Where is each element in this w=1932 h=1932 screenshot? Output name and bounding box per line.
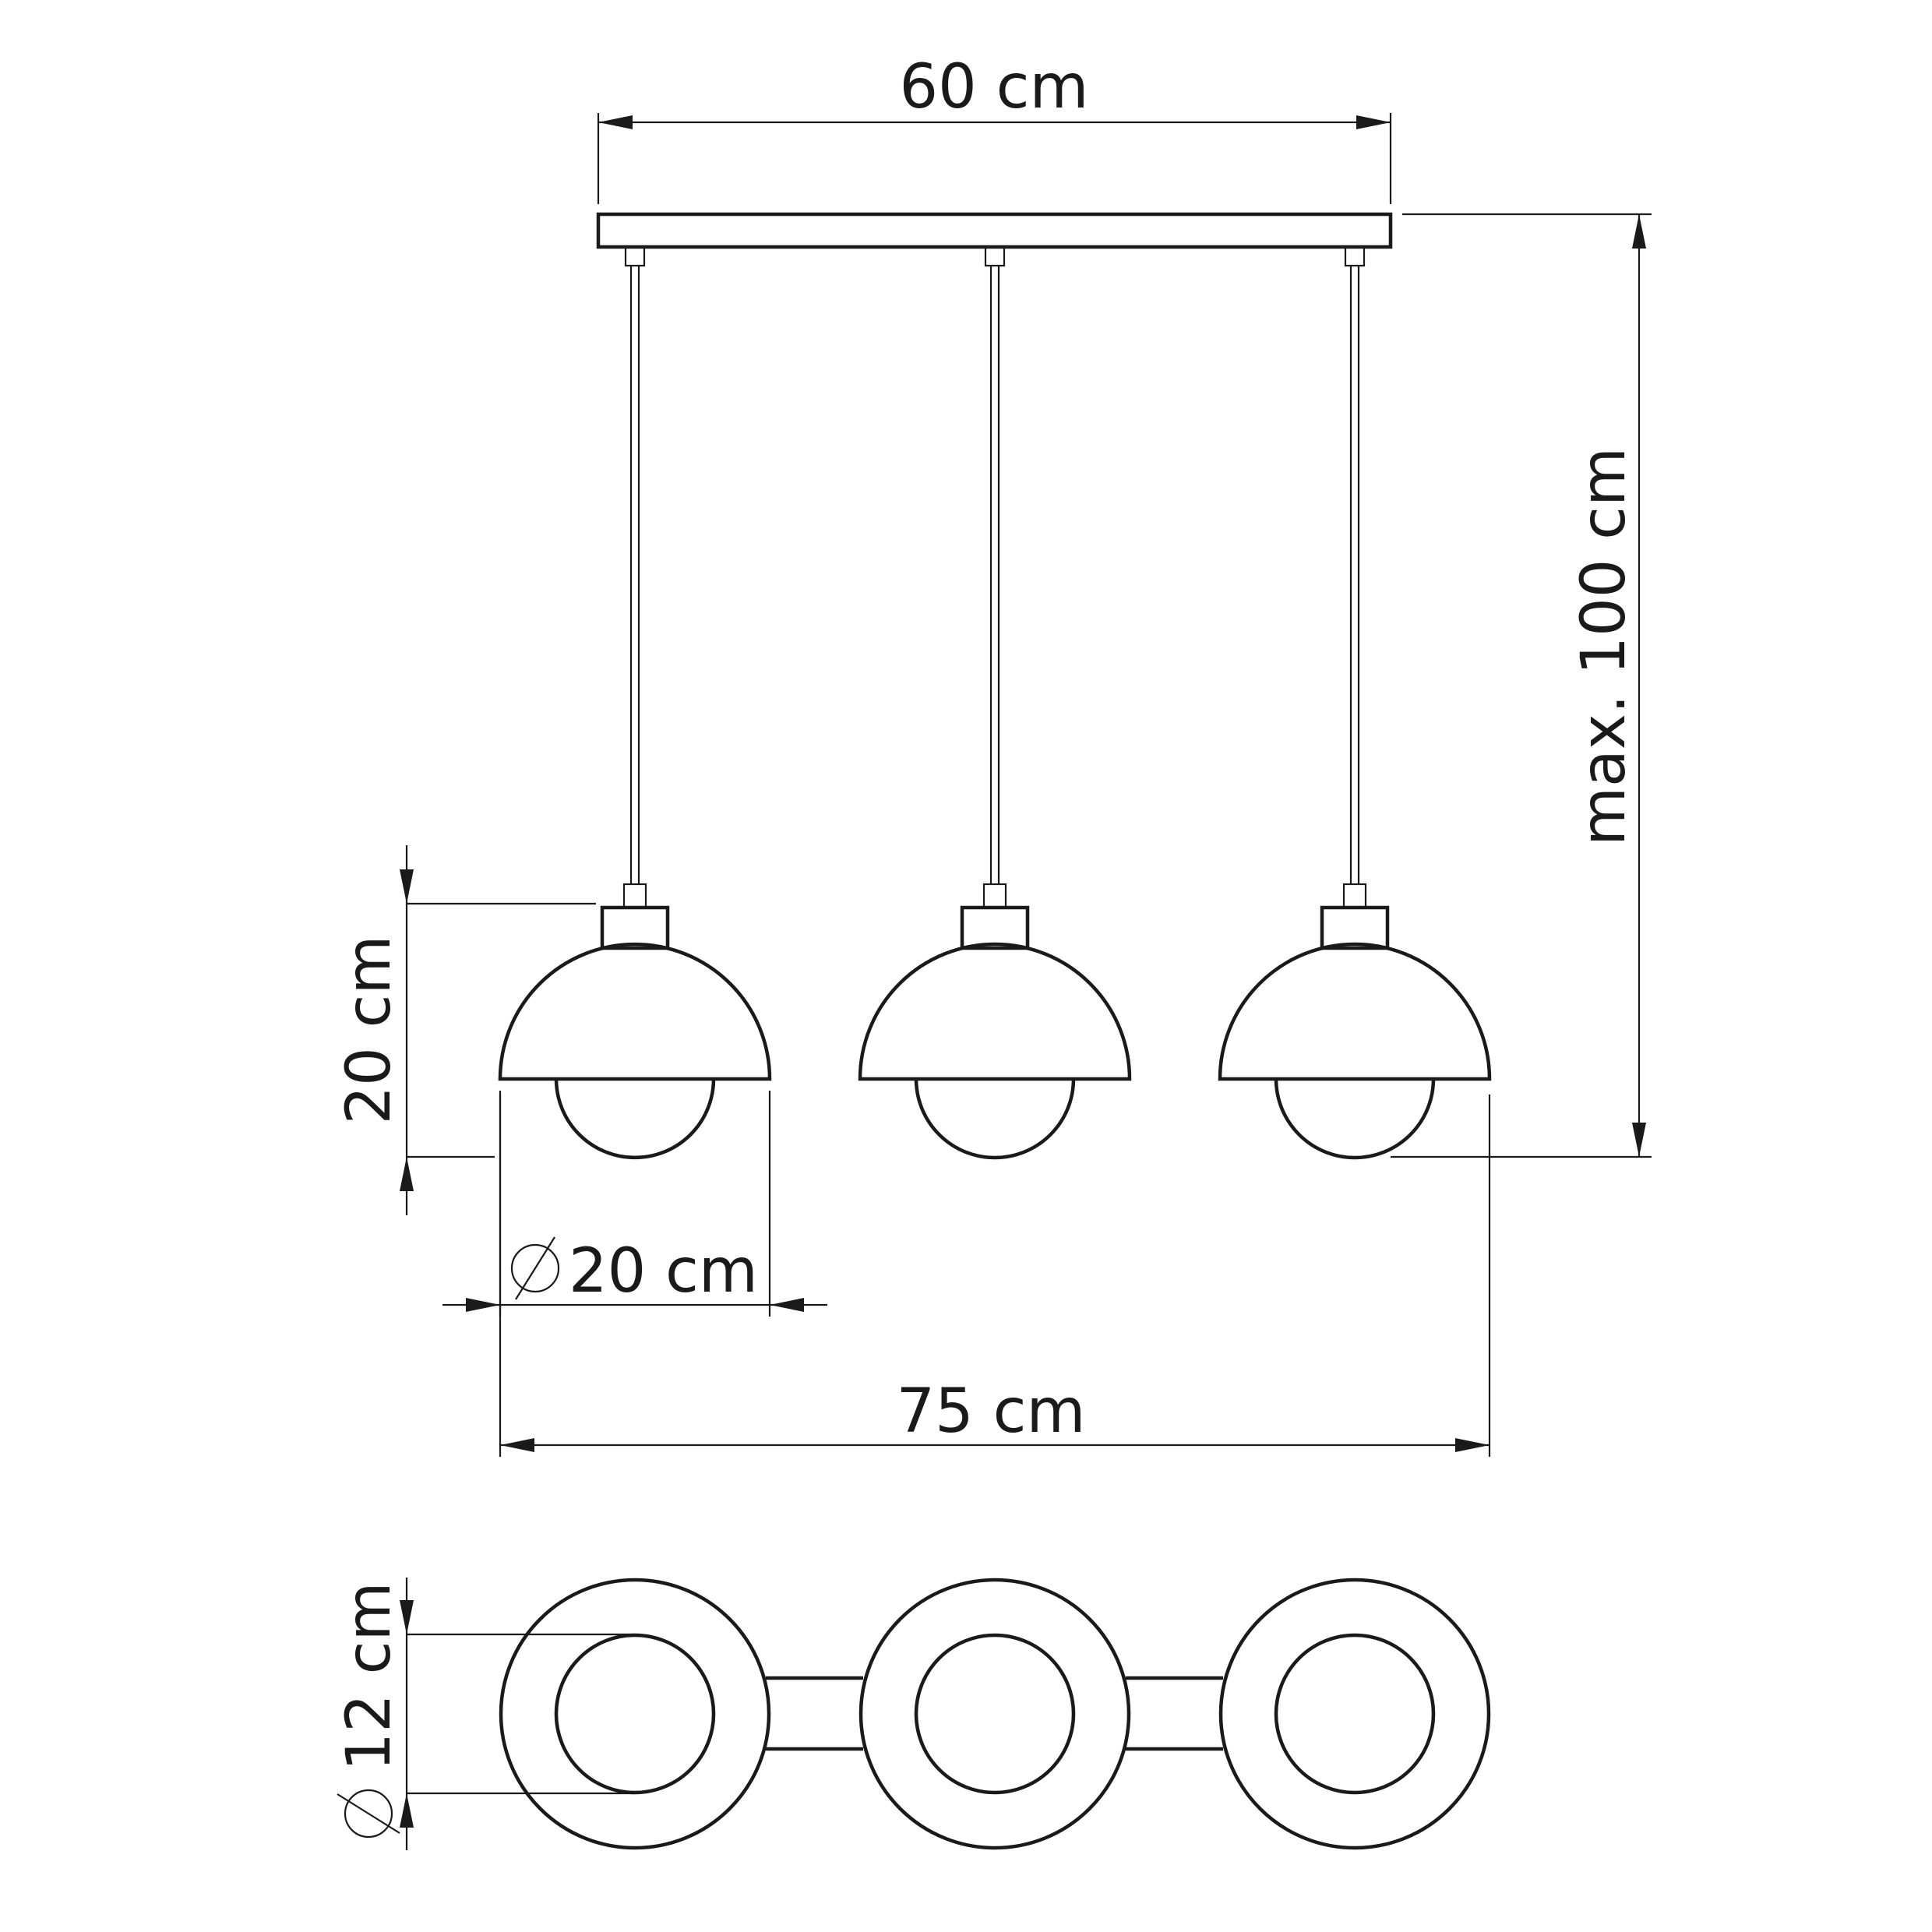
- pendant-lamp-right: [1218, 245, 1492, 1160]
- dimension-shade-diameter: 20 cm: [442, 1091, 827, 1317]
- top-view-shade-center: [858, 1578, 1131, 1850]
- pendant-lamp-center: [858, 245, 1132, 1160]
- base-diameter-label: 12 cm: [334, 1582, 404, 1772]
- top-view-shade-right: [1218, 1578, 1491, 1850]
- total-width-label: 75 cm: [897, 1377, 1086, 1447]
- top-view: [499, 1578, 1491, 1850]
- dimension-total-width: 75 cm: [499, 1095, 1491, 1457]
- shade-diameter-label: 20 cm: [569, 1236, 758, 1306]
- max-height-label: max. 100 cm: [1569, 447, 1639, 846]
- dimension-base-diameter: 12 cm: [334, 1578, 635, 1850]
- dimension-max-height: max. 100 cm: [1391, 213, 1652, 1158]
- pendant-lamp-left: [498, 245, 772, 1160]
- shade-height-label: 20 cm: [334, 936, 404, 1125]
- canopy-width-label: 60 cm: [900, 52, 1089, 122]
- dimension-canopy-width: 60 cm: [597, 52, 1392, 204]
- diameter-icon: [337, 1789, 400, 1839]
- top-view-shade-left: [499, 1578, 771, 1850]
- diameter-icon: [510, 1236, 560, 1300]
- ceiling-canopy: [596, 212, 1393, 249]
- dimension-shade-height: 20 cm: [334, 845, 596, 1215]
